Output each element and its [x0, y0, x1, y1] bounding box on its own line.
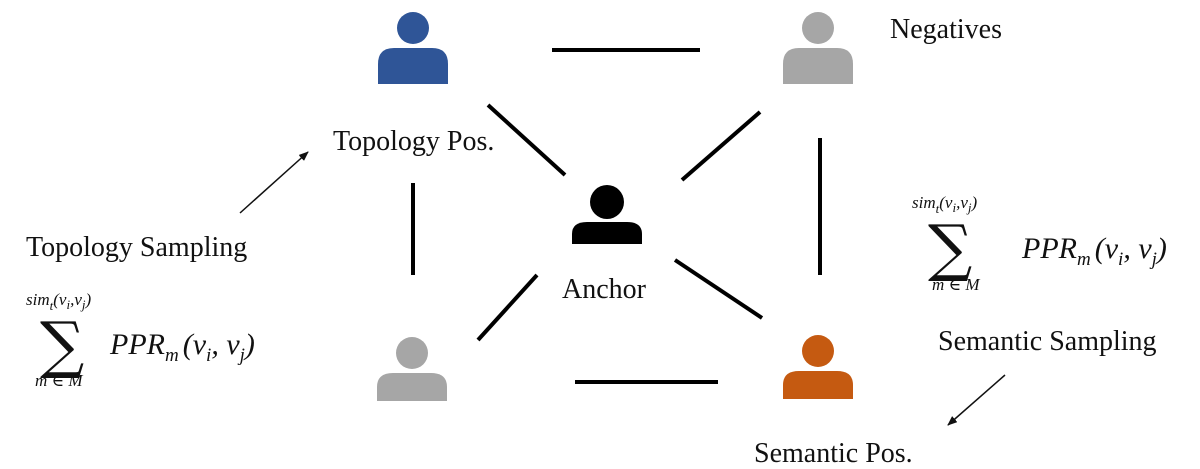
person-body — [572, 222, 642, 244]
formula-upper-limit: simt(vi,vj) — [912, 193, 978, 216]
person-head — [396, 337, 428, 369]
semantic-formula: simt(vi,vj) ∑ m ∈ M PPRm(vi, vj) — [912, 193, 1167, 294]
person-icon — [377, 337, 447, 401]
edges — [411, 48, 822, 384]
topology-pos-label: Topology Pos. — [333, 126, 494, 157]
semantic-pos-label: Semantic Pos. — [754, 438, 913, 469]
person-head — [802, 12, 834, 44]
semantic-sampling-label: Semantic Sampling — [938, 326, 1157, 357]
formula-lower-limit: m ∈ M — [932, 275, 980, 294]
person-icon — [378, 12, 448, 84]
person-body — [377, 373, 447, 401]
ppr-expression: PPRm(vi, vj) — [1021, 232, 1167, 270]
topology-sampling-label: Topology Sampling — [26, 232, 247, 263]
person-icon — [783, 12, 853, 84]
topology-formula: simt(vi,vj) ∑ m ∈ M PPRm(vi, vj) — [26, 290, 255, 390]
topology-sampling-arrow — [239, 151, 309, 214]
person-body — [783, 48, 853, 84]
edge-negative-anchor — [680, 110, 762, 182]
formula-upper-limit: simt(vi,vj) — [26, 290, 92, 313]
edge-topology-anchor — [486, 103, 567, 177]
person-body — [783, 371, 853, 399]
ppr-expression: PPRm(vi, vj) — [109, 328, 255, 366]
edge-anchor-negative2 — [476, 273, 539, 342]
formula-lower-limit: m ∈ M — [35, 371, 83, 390]
person-icon — [783, 335, 853, 399]
person-body — [378, 48, 448, 84]
semantic-sampling-arrow — [947, 374, 1006, 426]
sum-symbol: ∑ — [928, 211, 972, 284]
person-head — [802, 335, 834, 367]
person-icon — [572, 185, 642, 244]
sum-symbol: ∑ — [40, 308, 84, 381]
edge-anchor-semantic — [673, 258, 764, 320]
anchor-label: Anchor — [562, 274, 647, 305]
negatives-label: Negatives — [890, 14, 1002, 45]
person-head — [590, 185, 624, 219]
person-head — [397, 12, 429, 44]
